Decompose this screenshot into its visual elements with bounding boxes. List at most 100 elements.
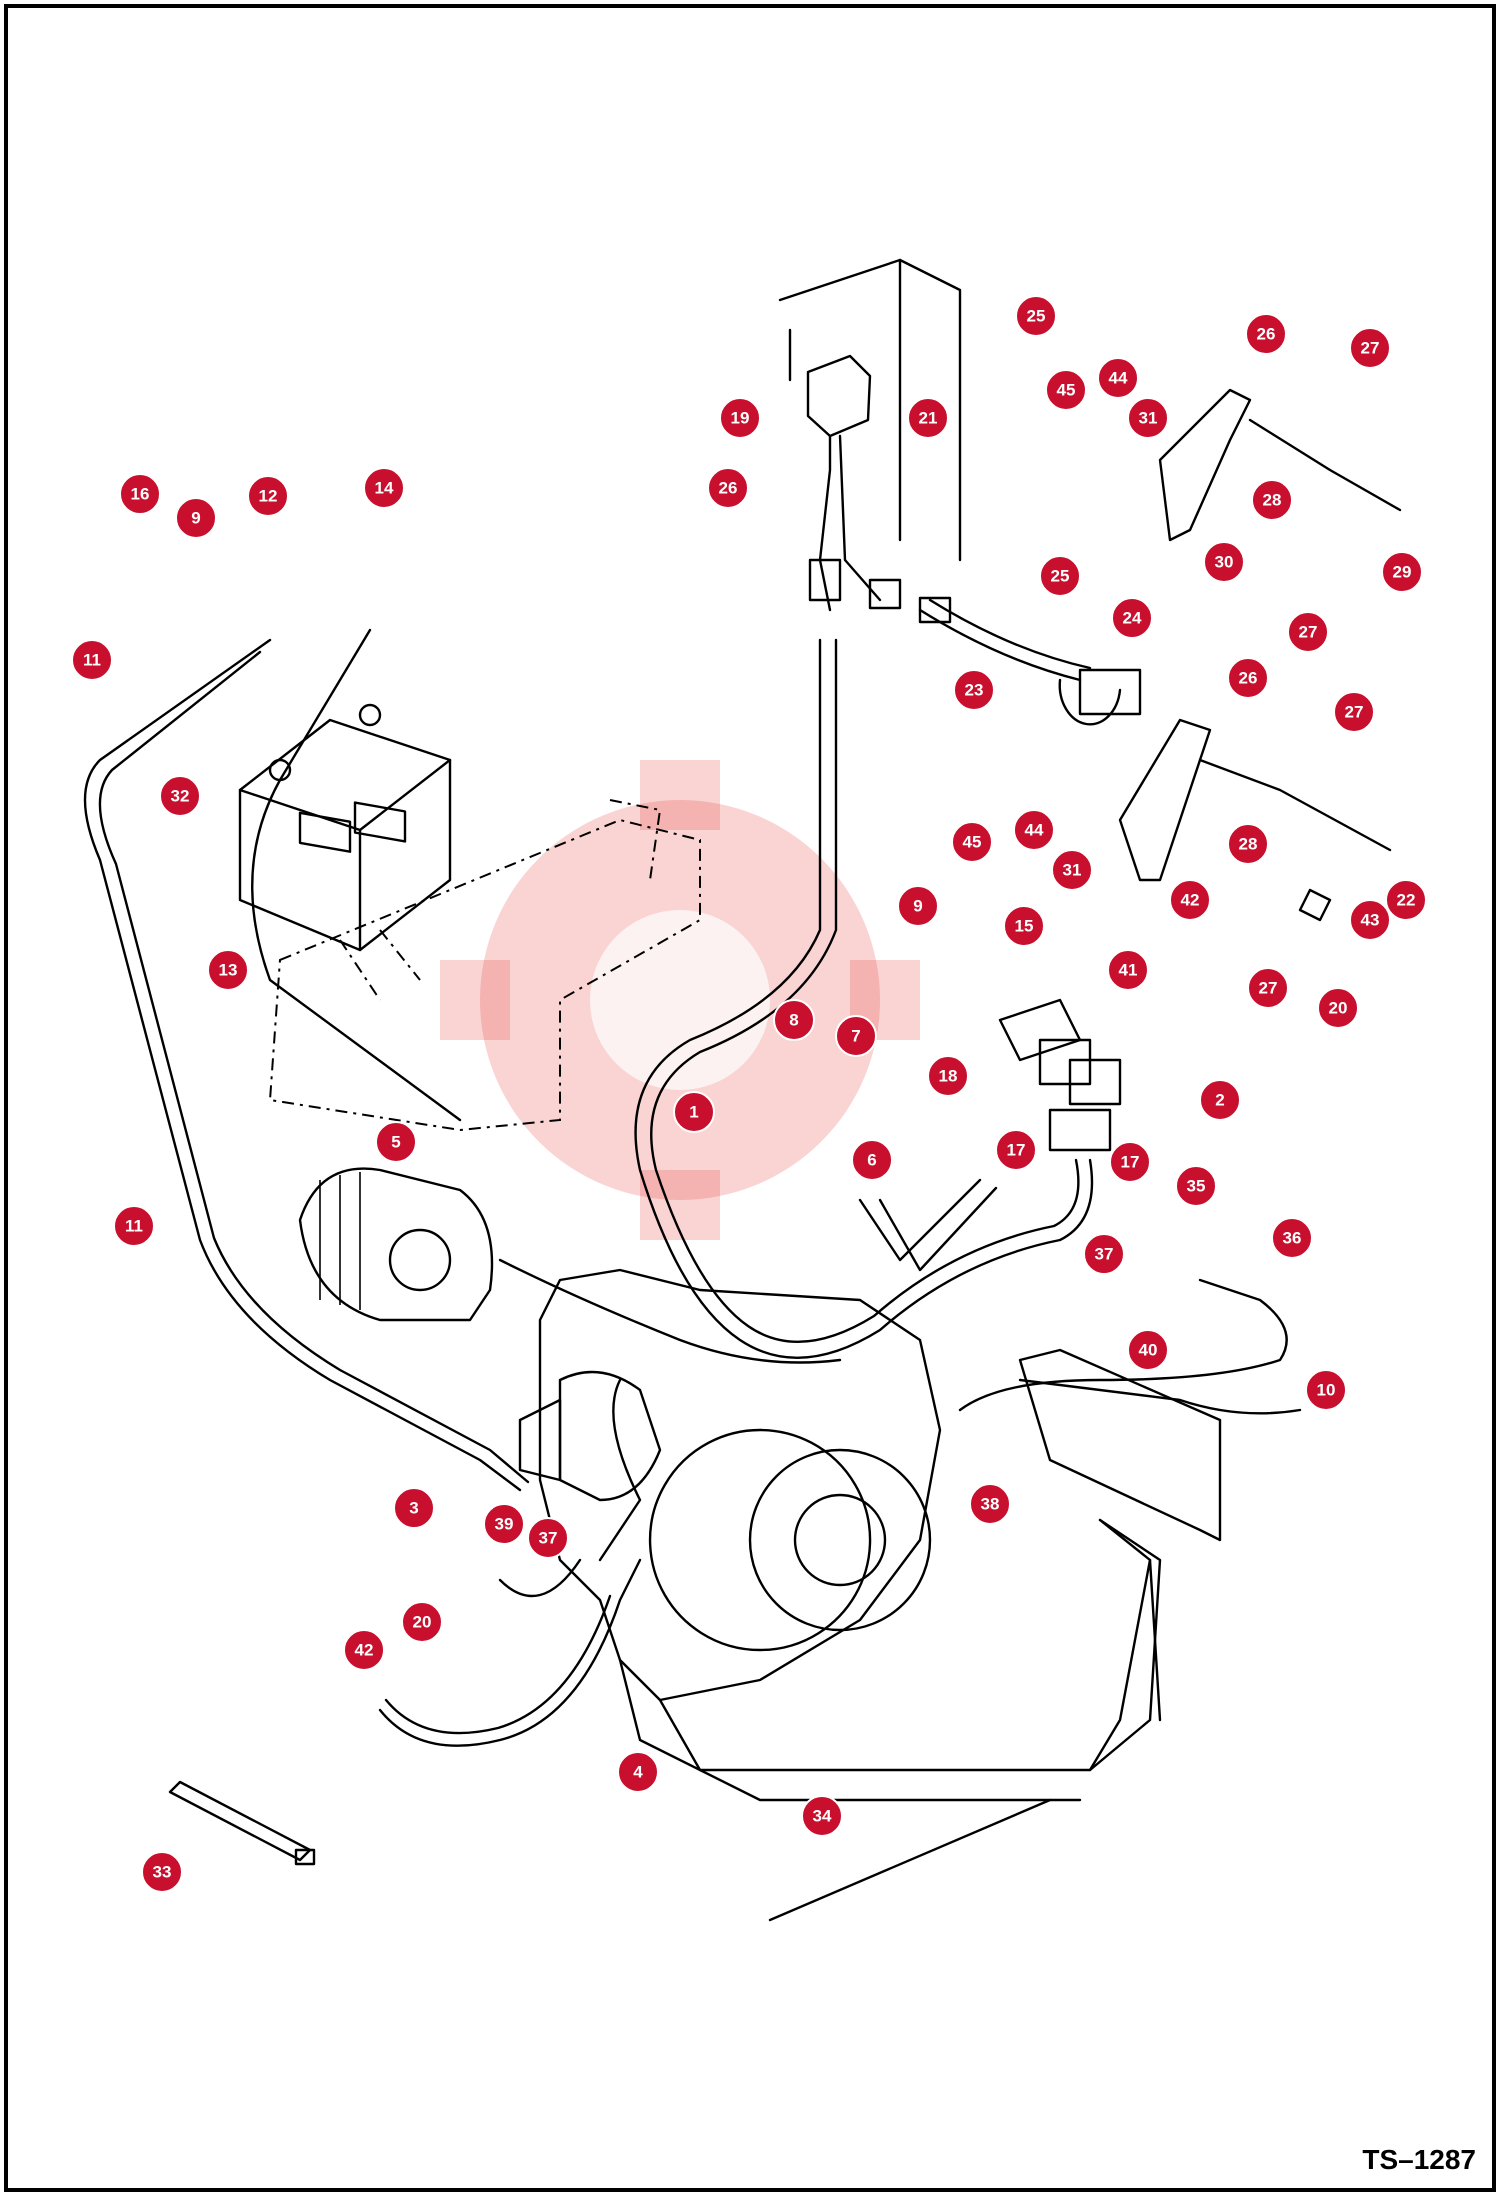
callout-badge bbox=[401, 1601, 443, 1643]
callout-26: 26 bbox=[1227, 657, 1269, 699]
callout-number: 33 bbox=[153, 1863, 172, 1882]
callout-34: 34 bbox=[801, 1795, 843, 1837]
callout-4: 4 bbox=[617, 1751, 659, 1793]
ground-strap bbox=[378, 1558, 642, 1747]
callout-badge bbox=[1003, 905, 1045, 947]
upper-panel bbox=[778, 258, 962, 562]
callout-18: 18 bbox=[927, 1055, 969, 1097]
callout-27: 27 bbox=[1333, 691, 1375, 733]
callout-number: 25 bbox=[1051, 567, 1070, 586]
callout-number: 13 bbox=[219, 961, 238, 980]
callout-badge bbox=[719, 397, 761, 439]
callout-16: 16 bbox=[119, 473, 161, 515]
callout-3: 3 bbox=[393, 1487, 435, 1529]
callout-15: 15 bbox=[1003, 905, 1045, 947]
callout-badge bbox=[835, 1015, 877, 1057]
callout-29: 29 bbox=[1381, 551, 1423, 593]
callout-27: 27 bbox=[1349, 327, 1391, 369]
callout-26: 26 bbox=[1245, 313, 1287, 355]
callout-badge bbox=[363, 467, 405, 509]
callout-number: 45 bbox=[963, 833, 982, 852]
callout-badge bbox=[1349, 327, 1391, 369]
callout-5: 5 bbox=[375, 1121, 417, 1163]
callout-27: 27 bbox=[1287, 611, 1329, 653]
callout-number: 31 bbox=[1063, 861, 1082, 880]
battery-tray-outline bbox=[268, 799, 701, 1132]
callout-10: 10 bbox=[1305, 1369, 1347, 1411]
fuel-solenoid-23 bbox=[918, 596, 1142, 726]
callout-21: 21 bbox=[907, 397, 949, 439]
callout-number: 14 bbox=[375, 479, 394, 498]
callout-31: 31 bbox=[1127, 397, 1169, 439]
callout-badge bbox=[141, 1851, 183, 1893]
callout-28: 28 bbox=[1227, 823, 1269, 865]
callout-2: 2 bbox=[1199, 1079, 1241, 1121]
callout-number: 28 bbox=[1263, 491, 1282, 510]
callout-badge bbox=[119, 473, 161, 515]
callout-number: 45 bbox=[1057, 381, 1076, 400]
callout-number: 16 bbox=[131, 485, 150, 504]
callout-number: 1 bbox=[689, 1103, 698, 1122]
callout-41: 41 bbox=[1107, 949, 1149, 991]
callout-badge bbox=[393, 1487, 435, 1529]
mounting-bracket-lower bbox=[1118, 718, 1392, 922]
callout-badge bbox=[1381, 551, 1423, 593]
callout-44: 44 bbox=[1097, 357, 1139, 399]
callout-number: 9 bbox=[913, 897, 922, 916]
callout-number: 25 bbox=[1027, 307, 1046, 326]
callout-badge bbox=[1013, 809, 1055, 851]
callout-badge bbox=[1169, 879, 1211, 921]
callout-badge bbox=[1251, 479, 1293, 521]
callout-badge bbox=[969, 1483, 1011, 1525]
callout-17: 17 bbox=[1109, 1141, 1151, 1183]
callout-number: 29 bbox=[1393, 563, 1412, 582]
callout-number: 42 bbox=[355, 1641, 374, 1660]
callout-badge bbox=[1199, 1079, 1241, 1121]
callout-badge bbox=[1015, 295, 1057, 337]
callout-number: 38 bbox=[981, 1495, 1000, 1514]
callout-6: 6 bbox=[851, 1139, 893, 1181]
callout-25: 25 bbox=[1039, 555, 1081, 597]
callout-number: 44 bbox=[1025, 821, 1044, 840]
callout-number: 43 bbox=[1361, 911, 1380, 930]
callout-number: 35 bbox=[1187, 1177, 1206, 1196]
callout-group: 1234567899101111121314151617171819202021… bbox=[71, 295, 1427, 1893]
callout-20: 20 bbox=[401, 1601, 443, 1643]
callout-27: 27 bbox=[1247, 967, 1289, 1009]
callout-35: 35 bbox=[1175, 1165, 1217, 1207]
callout-badge bbox=[851, 1139, 893, 1181]
callout-number: 40 bbox=[1139, 1341, 1158, 1360]
callout-19: 19 bbox=[719, 397, 761, 439]
callout-badge bbox=[207, 949, 249, 991]
callout-37: 37 bbox=[1083, 1233, 1125, 1275]
callout-number: 27 bbox=[1345, 703, 1364, 722]
callout-number: 19 bbox=[731, 409, 750, 428]
callout-26: 26 bbox=[707, 467, 749, 509]
callout-number: 5 bbox=[391, 1133, 400, 1152]
callout-number: 39 bbox=[495, 1515, 514, 1534]
callout-badge bbox=[907, 397, 949, 439]
callout-badge bbox=[1317, 987, 1359, 1029]
callout-45: 45 bbox=[951, 821, 993, 863]
callout-badge bbox=[617, 1751, 659, 1793]
callout-badge bbox=[1127, 1329, 1169, 1371]
callout-badge bbox=[1107, 949, 1149, 991]
callout-badge bbox=[1083, 1233, 1125, 1275]
ground-cable bbox=[958, 1278, 1302, 1415]
callout-39: 39 bbox=[483, 1503, 525, 1545]
callout-12: 12 bbox=[247, 475, 289, 517]
callout-44: 44 bbox=[1013, 809, 1055, 851]
callout-33: 33 bbox=[141, 1851, 183, 1893]
callout-number: 28 bbox=[1239, 835, 1258, 854]
drawing-reference-code: TS–1287 bbox=[1362, 2144, 1476, 2175]
callout-number: 11 bbox=[125, 1217, 143, 1236]
callout-number: 27 bbox=[1299, 623, 1318, 642]
callout-24: 24 bbox=[1111, 597, 1153, 639]
callout-31: 31 bbox=[1051, 849, 1093, 891]
callout-badge bbox=[113, 1205, 155, 1247]
callout-number: 10 bbox=[1317, 1381, 1336, 1400]
callout-13: 13 bbox=[207, 949, 249, 991]
callout-badge bbox=[1051, 849, 1093, 891]
callout-badge bbox=[995, 1129, 1037, 1171]
